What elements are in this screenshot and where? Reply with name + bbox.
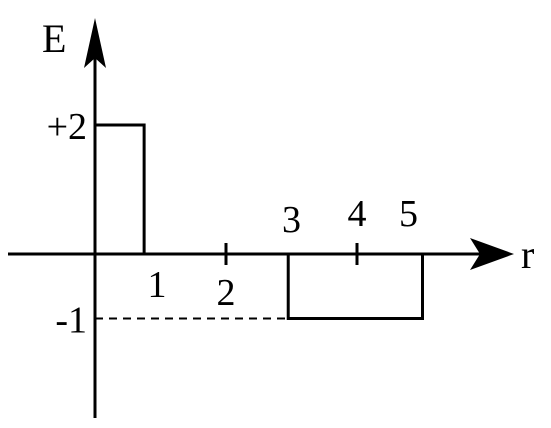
axes <box>8 18 514 418</box>
series-layer <box>93 123 424 320</box>
series-line-1 <box>286 252 424 320</box>
x-tick-label-1: 1 <box>148 264 167 306</box>
series-line-0 <box>93 123 146 256</box>
x-tick-label-5: 5 <box>399 193 418 235</box>
x-axis-label: r <box>521 232 534 277</box>
y-tick-label-neg1: -1 <box>55 300 87 342</box>
x-tick-label-3: 3 <box>282 199 301 241</box>
x-tick-label-4: 4 <box>348 193 367 235</box>
y-axis-arrowhead <box>84 18 106 68</box>
y-axis-label: E <box>42 16 66 61</box>
y-tick-label-pos2: +2 <box>47 106 87 148</box>
x-axis-arrowhead <box>470 238 514 270</box>
y-ticks: +2 -1 <box>47 106 87 342</box>
x-tick-label-2: 2 <box>217 272 236 314</box>
